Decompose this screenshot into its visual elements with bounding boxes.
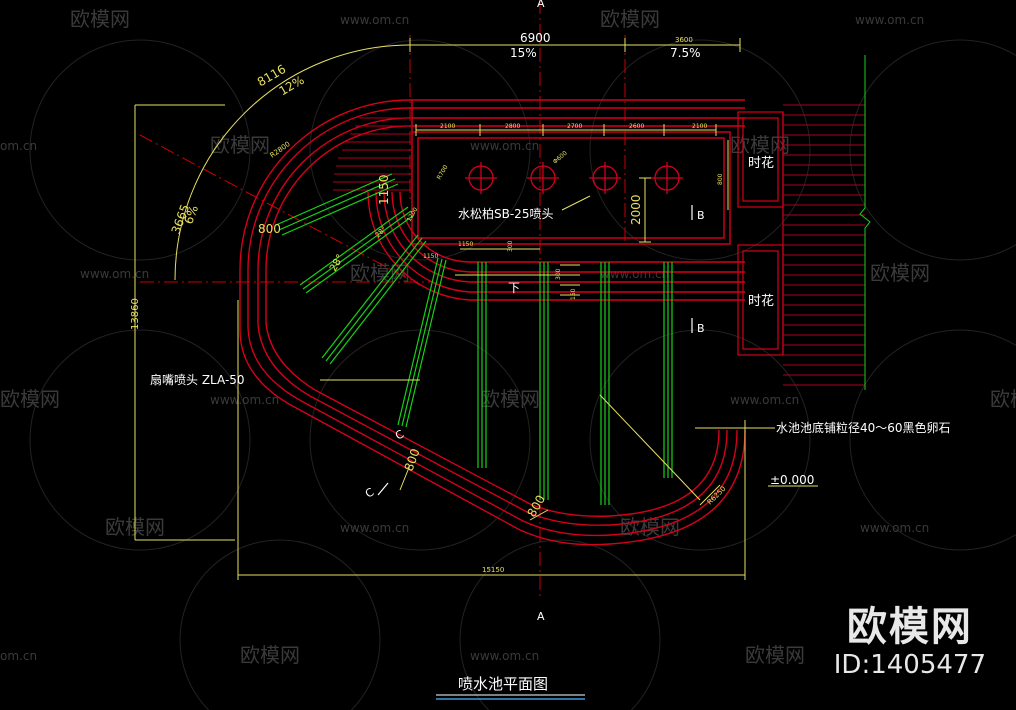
dimension-spacing: 2700 <box>567 123 582 130</box>
watermark-brand-text: 欧模网 <box>240 643 300 667</box>
slope-top-left: 15% <box>510 46 537 60</box>
fan-spray-strip <box>397 257 447 428</box>
dimension-spacing: 2100 <box>440 123 455 130</box>
dimension-bed-width: 800 <box>717 173 724 185</box>
watermark-brand-text: 欧模网 <box>350 261 410 285</box>
fan-sprays <box>275 173 673 505</box>
watermark-brand-text: 欧模网 <box>600 7 660 31</box>
paving-hatch <box>783 104 865 386</box>
watermark-site-text: www.om.cn <box>340 521 409 535</box>
watermark-brand-text: 欧模网 <box>990 387 1016 411</box>
watermark-site-text: www.om.cn <box>860 521 929 535</box>
watermark-site-text: www.om.cn <box>600 267 669 281</box>
fan-spray-strip <box>477 262 487 468</box>
watermark-layer: 欧模网 欧模网 www.om.cn www.om.cn 欧模网 欧模网 om.c… <box>0 7 1016 710</box>
watermark-brand-text: 欧模网 <box>730 133 790 157</box>
watermark-site-text: www.om.cn <box>730 393 799 407</box>
fan-spray-strip <box>299 206 415 294</box>
brand-watermark: 欧模网 ID:1405477 <box>834 605 986 681</box>
dimension-small: 800 <box>258 222 281 236</box>
dimension-bed-height: 2000 <box>629 194 643 225</box>
label-fan-nozzle: 扇嘴喷头 ZLA-50 <box>150 372 245 387</box>
dimension-small: 1150 <box>458 241 473 248</box>
watermark-site-text: www.om.cn <box>340 13 409 27</box>
brand-name: 欧模网 <box>846 604 973 650</box>
spray-nozzles <box>465 162 683 194</box>
watermark-site-text: www.om.cn <box>470 139 539 153</box>
label-down: 下 <box>508 281 520 295</box>
dimension-small: 1150 <box>423 253 438 260</box>
label-spray-nozzle: 水松柏SB-25喷头 <box>458 206 553 221</box>
label-elevation: ±0.000 <box>770 473 814 487</box>
label-pool-bottom: 水池池底铺粒径40～60黑色卵石 <box>776 420 951 435</box>
watermark-site-text: www.om.cn <box>855 13 924 27</box>
watermark-brand-text: 欧模网 <box>210 133 270 157</box>
watermark-site-text: www.om.cn <box>470 649 539 663</box>
section-mark-b-top: B <box>697 209 705 222</box>
watermark-brand-text: 欧模网 <box>745 643 805 667</box>
watermark-site-text: www.om.cn <box>80 267 149 281</box>
dimension-bottom-total: 15150 <box>482 566 504 574</box>
dimension-top-total: 6900 <box>520 31 551 45</box>
fan-spray-strip <box>539 262 549 500</box>
watermark-site-text: www.om.cn <box>210 393 279 407</box>
watermark-brand-text: 欧模网 <box>70 7 130 31</box>
break-line <box>859 55 871 390</box>
dimension-small: 800 <box>402 447 423 473</box>
section-mark-a-bottom: A <box>537 610 545 623</box>
dimension-small: 150 <box>570 288 577 300</box>
dimension-top-right: 3600 <box>675 36 693 44</box>
dimension-spacing: 2600 <box>629 123 644 130</box>
label-flower-bed-bottom: 时花 <box>748 293 774 309</box>
dimension-small: 1150 <box>377 174 391 205</box>
watermark-site-text: om.cn <box>0 649 37 663</box>
fan-spray-strip <box>663 262 673 478</box>
dimension-radius-upper: R2800 <box>269 140 292 160</box>
watermark-brand-text: 欧模网 <box>620 515 680 539</box>
slope-top-right: 7.5% <box>670 46 701 60</box>
dimension-spacing: 2100 <box>692 123 707 130</box>
angle-label: 28° <box>328 253 346 274</box>
drawing-title: 喷水池平面图 <box>458 675 548 693</box>
section-mark-c-upper: C <box>393 427 406 442</box>
dimension-small: 300 <box>507 240 514 252</box>
step-hatch <box>333 117 412 191</box>
watermark-brand-text: 欧模网 <box>480 387 540 411</box>
brand-id: ID:1405477 <box>833 650 986 680</box>
dimension-height-total: 13860 <box>130 298 141 330</box>
section-mark-c-lower: C <box>363 485 376 500</box>
dimension-small: 300 <box>555 268 562 280</box>
section-marks <box>377 205 693 496</box>
dimension-nozzle-dia: Φ600 <box>552 150 569 166</box>
watermark-brand-text: 欧模网 <box>0 387 60 411</box>
fan-spray-strip <box>321 234 427 365</box>
watermark-site-text: om.cn <box>0 139 37 153</box>
dimension-inner-radius: R700 <box>436 164 450 181</box>
pool-outline <box>239 99 746 546</box>
fan-spray-strip <box>600 262 610 505</box>
section-mark-b-bottom: B <box>697 322 705 335</box>
fan-spray-strip <box>275 173 399 236</box>
dimension-lines <box>134 38 818 580</box>
dimension-spacing: 2800 <box>505 123 520 130</box>
slope-left-arc: 6% <box>181 203 201 226</box>
section-mark-a-top: A <box>537 0 545 10</box>
watermark-brand-text: 欧模网 <box>870 261 930 285</box>
label-flower-bed-top: 时花 <box>748 155 774 171</box>
